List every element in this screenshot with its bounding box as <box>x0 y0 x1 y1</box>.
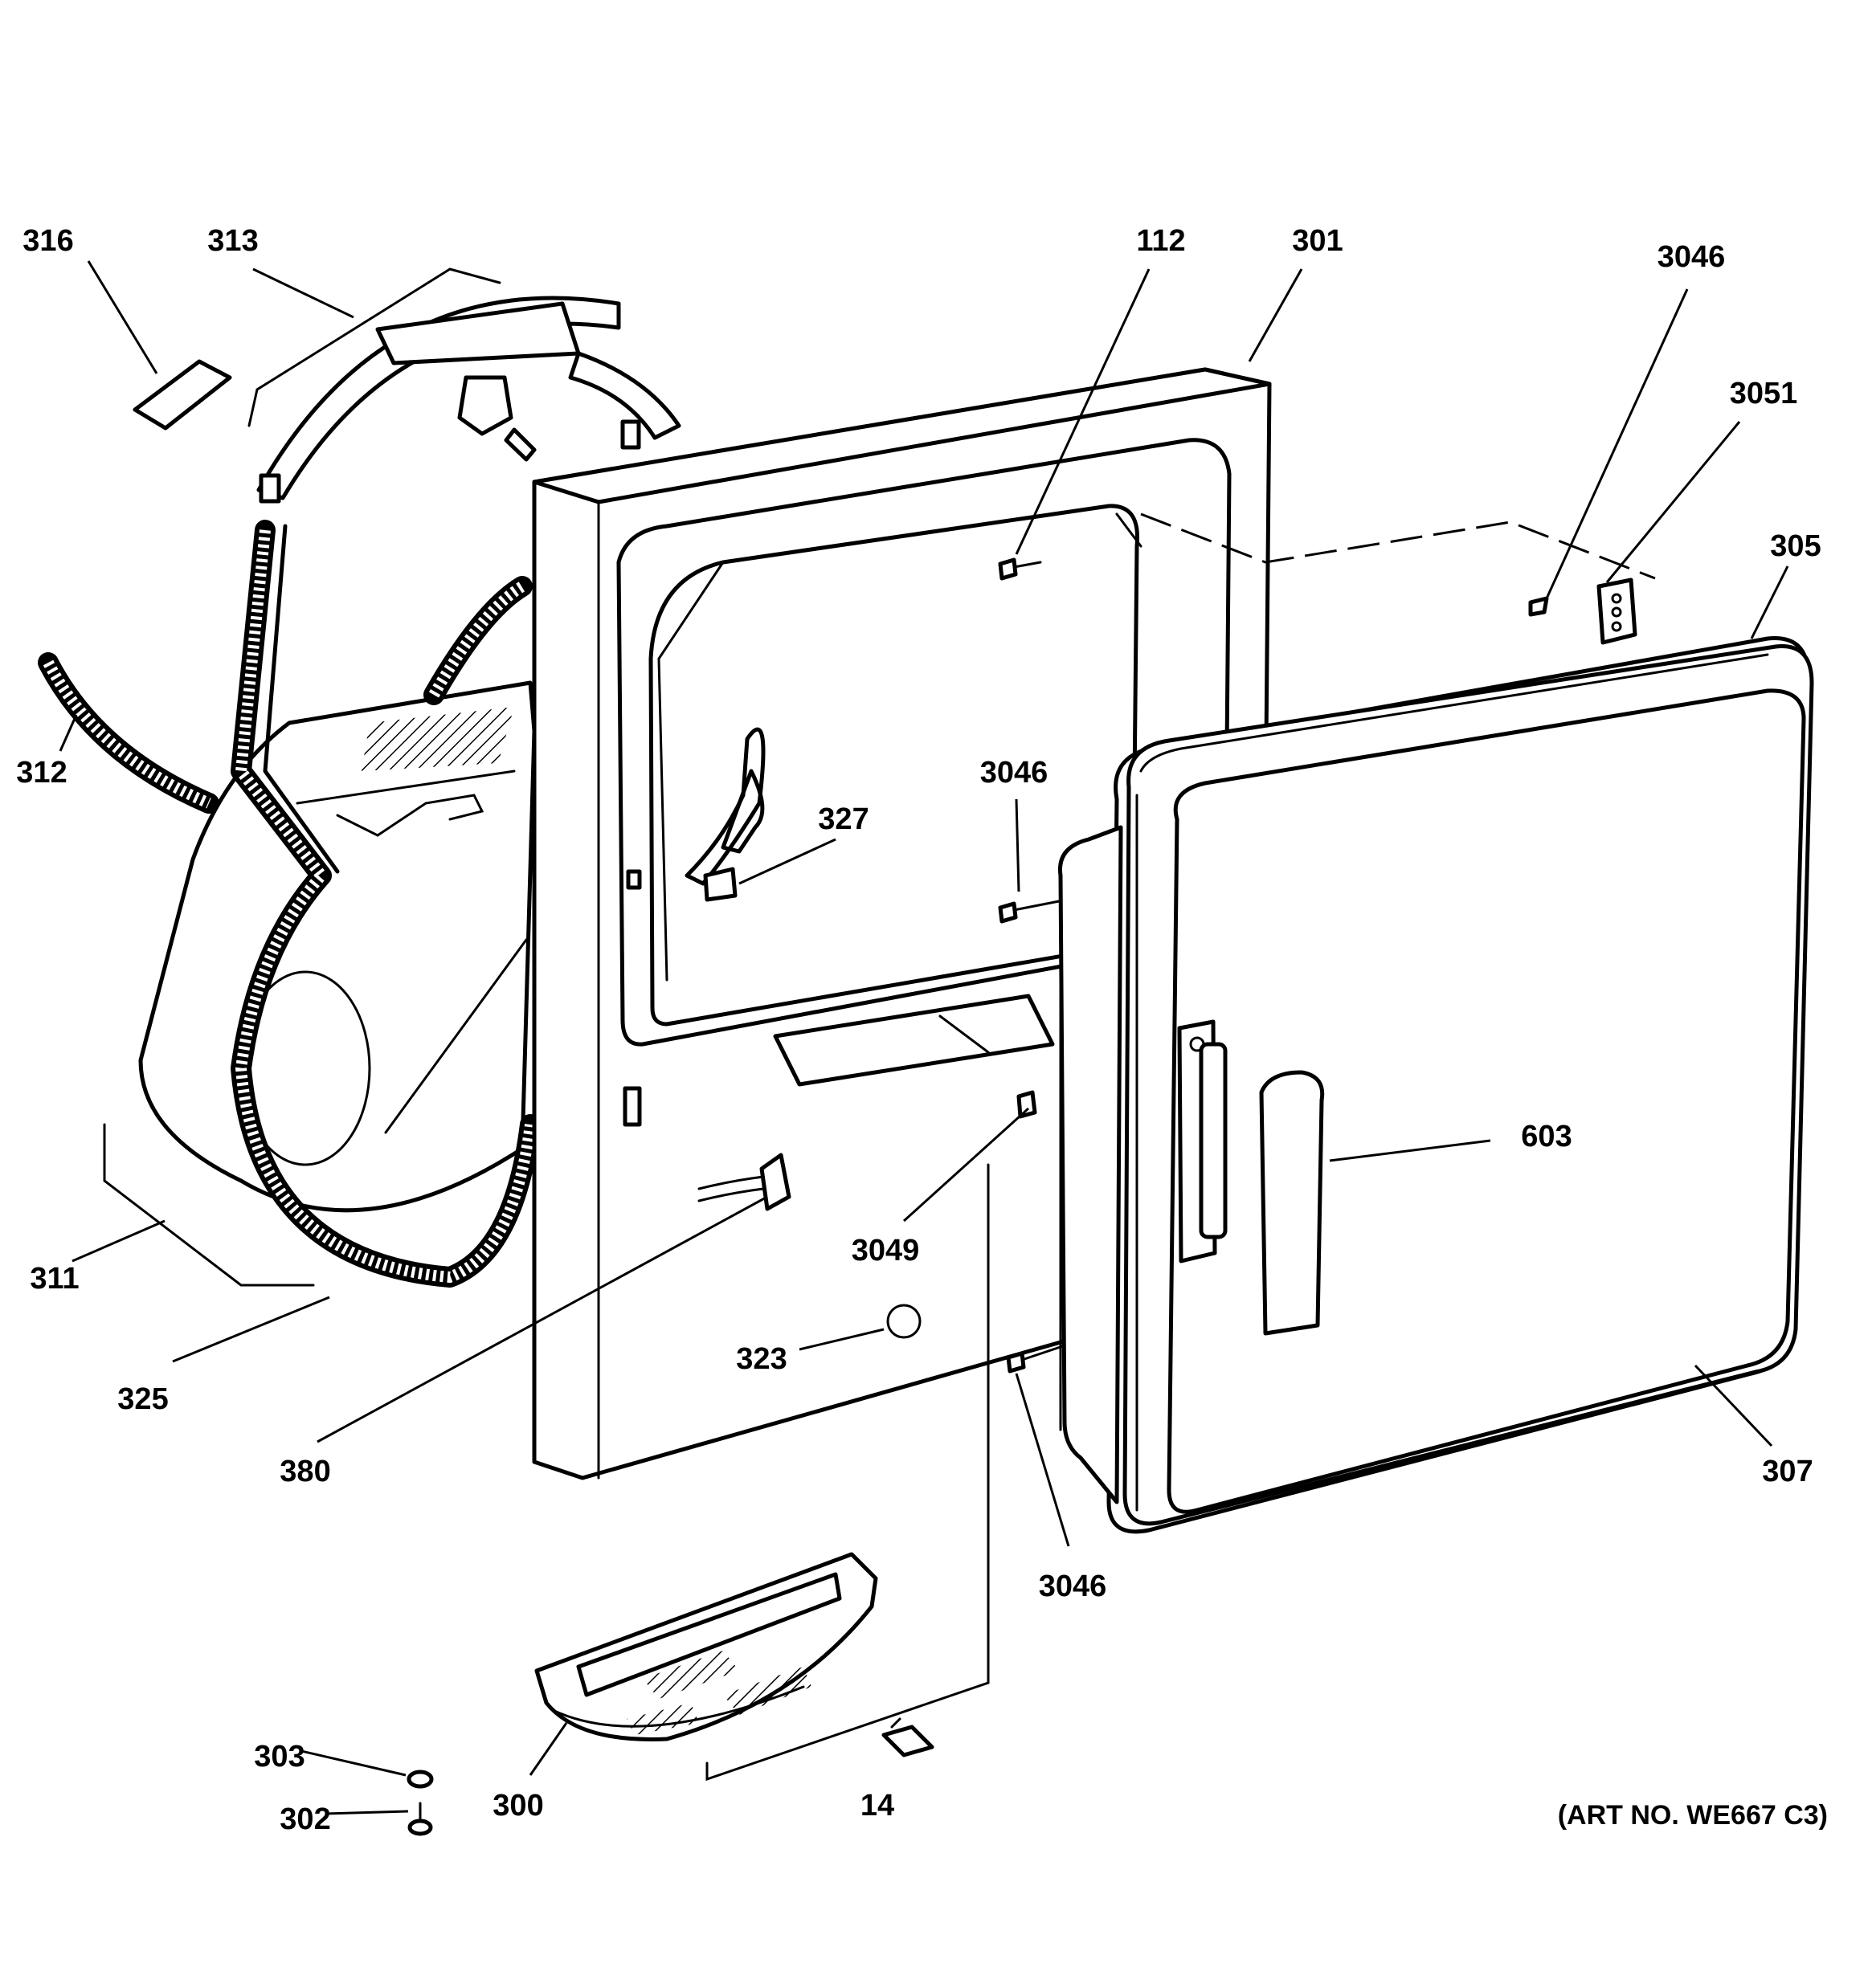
part-14-clip <box>881 1725 934 1757</box>
part-313-duct-arc <box>256 296 681 504</box>
part-316-tape <box>133 359 232 431</box>
callout-307: 307 <box>1762 1455 1813 1488</box>
callout-380: 380 <box>280 1455 331 1488</box>
part-302-screw <box>407 1802 433 1836</box>
bracket-300-14 <box>705 1163 990 1782</box>
part-seal-right <box>423 576 533 705</box>
bracket-311 <box>103 1123 315 1287</box>
art-number-label: (ART NO. WE667 C3) <box>1557 1800 1828 1831</box>
leader-lines <box>59 260 1789 1815</box>
callout-300: 300 <box>493 1789 544 1823</box>
callout-302: 302 <box>280 1802 331 1836</box>
callout-301: 301 <box>1292 224 1343 258</box>
hinge-dashed-line <box>1140 512 1656 580</box>
callout-313: 313 <box>207 224 259 258</box>
part-312-seal <box>38 652 219 814</box>
part-300-lint-filter <box>534 1552 878 1741</box>
part-303-washer <box>407 1770 434 1789</box>
callout-603: 603 <box>1521 1120 1572 1153</box>
part-3046-screw-mid <box>998 901 1018 924</box>
callout-303: 303 <box>254 1740 305 1774</box>
callout-3046-low: 3046 <box>1038 1570 1107 1603</box>
callout-3049: 3049 <box>851 1234 920 1268</box>
part-305-door-assembly <box>1057 636 1814 1534</box>
callout-112: 112 <box>1136 224 1186 258</box>
part-311-duct-frame <box>263 524 340 874</box>
part-3051-hinge <box>1528 578 1637 645</box>
callout-323: 323 <box>736 1342 787 1376</box>
callout-305: 305 <box>1770 529 1821 563</box>
callout-325: 325 <box>117 1382 169 1416</box>
callout-312: 312 <box>16 756 67 790</box>
callout-3051: 3051 <box>1729 377 1798 410</box>
part-3046-screw-low <box>1006 1351 1026 1374</box>
bracket-313 <box>247 267 501 427</box>
callout-3046-mid: 3046 <box>979 756 1048 790</box>
callout-316: 316 <box>22 224 74 258</box>
part-112-screw <box>998 557 1018 581</box>
callout-3046-hinge: 3046 <box>1657 240 1726 274</box>
callout-327: 327 <box>818 802 869 836</box>
callout-14: 14 <box>860 1789 895 1823</box>
callout-311: 311 <box>30 1262 80 1296</box>
part-311-rear-duct <box>138 680 537 1213</box>
